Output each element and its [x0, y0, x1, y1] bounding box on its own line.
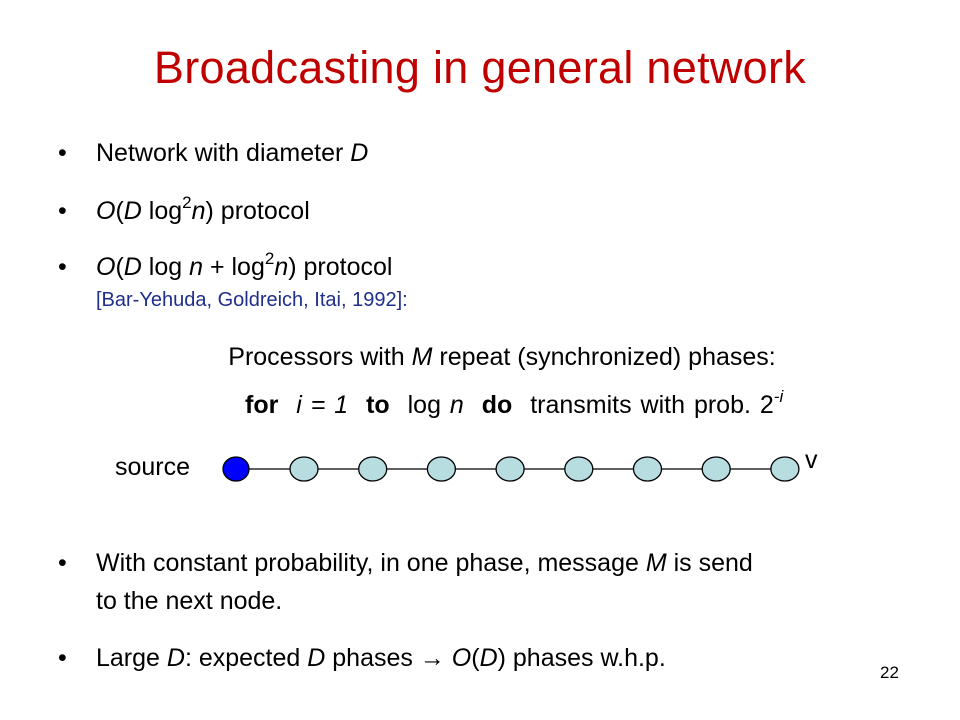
bullet-text: With constant probability, in one phase,… — [96, 549, 646, 577]
keyword-to: to — [366, 391, 390, 419]
paren-open: ( — [115, 197, 124, 225]
loop-statement: for i = 1 to log n do transmits with pro… — [245, 388, 783, 420]
var-M: M — [411, 343, 433, 371]
protocol-text: ) protocol — [205, 197, 310, 225]
keyword-do: do — [481, 391, 513, 419]
var-O: O — [451, 644, 472, 672]
var-n: n — [191, 197, 206, 225]
bullet-marker: • — [58, 253, 67, 281]
exponent: 2 — [182, 192, 192, 212]
node-v — [770, 456, 800, 482]
path-node — [701, 456, 731, 482]
var-D: D — [123, 197, 142, 225]
path-nodes — [222, 456, 800, 482]
path-node — [495, 456, 525, 482]
log-text: log — [141, 197, 183, 225]
protocol-text: ) protocol — [288, 253, 393, 281]
keyword-for: for — [245, 391, 279, 419]
bullet-text-line2: to the next node. — [96, 587, 283, 615]
prob-base: 2 — [759, 391, 774, 419]
exponent: 2 — [264, 248, 275, 268]
paren-open: ( — [471, 644, 480, 672]
bullet-marker: • — [58, 197, 67, 225]
source-node — [222, 456, 250, 482]
page-number: 22 — [880, 663, 899, 682]
loop-range-start: i = 1 — [296, 391, 349, 419]
bullet-text-tail: ) phases w.h.p. — [497, 644, 666, 672]
var-O: O — [96, 253, 116, 281]
node-v-label: v — [805, 446, 818, 474]
bullet-text-phases: phases → — [325, 644, 452, 672]
bullet-text-tail: is send — [666, 549, 753, 577]
source-label: source — [115, 453, 191, 481]
var-D: D — [166, 644, 185, 672]
var-O: O — [96, 197, 116, 225]
var-n: n — [449, 391, 464, 419]
path-node — [358, 456, 388, 482]
paren-open: ( — [115, 253, 124, 281]
var-n: n — [189, 253, 204, 281]
plus-log-text: + log — [203, 253, 265, 281]
var-D: D — [123, 253, 142, 281]
processors-text: Processors with — [228, 343, 412, 371]
loop-body-text: transmits with prob. — [530, 391, 760, 419]
path-node — [426, 456, 457, 482]
log-text: log — [407, 391, 450, 419]
processors-line: Processors with M repeat (synchronized) … — [0, 343, 960, 372]
processors-text-tail: repeat (synchronized) phases: — [432, 343, 776, 371]
bullet-marker: • — [58, 549, 67, 577]
path-node — [632, 456, 663, 482]
bullet-text: Network with diameter — [96, 139, 351, 167]
bullet-marker: • — [58, 644, 67, 672]
var-D: D — [479, 644, 498, 672]
var-D: D — [350, 139, 369, 167]
bullet-text-mid: : expected — [184, 644, 308, 672]
var-n: n — [274, 253, 289, 281]
path-node — [289, 456, 319, 482]
prob-exponent: -i — [773, 386, 784, 406]
citation: [Bar-Yehuda, Goldreich, Itai, 1992]: — [96, 289, 408, 311]
bullet-marker: • — [58, 139, 67, 167]
path-node — [564, 456, 594, 482]
var-M: M — [645, 549, 667, 577]
log-text: log — [141, 253, 190, 281]
slide-title: Broadcasting in general network — [153, 42, 807, 93]
var-D: D — [307, 644, 326, 672]
bullet-text: Large — [96, 644, 167, 672]
